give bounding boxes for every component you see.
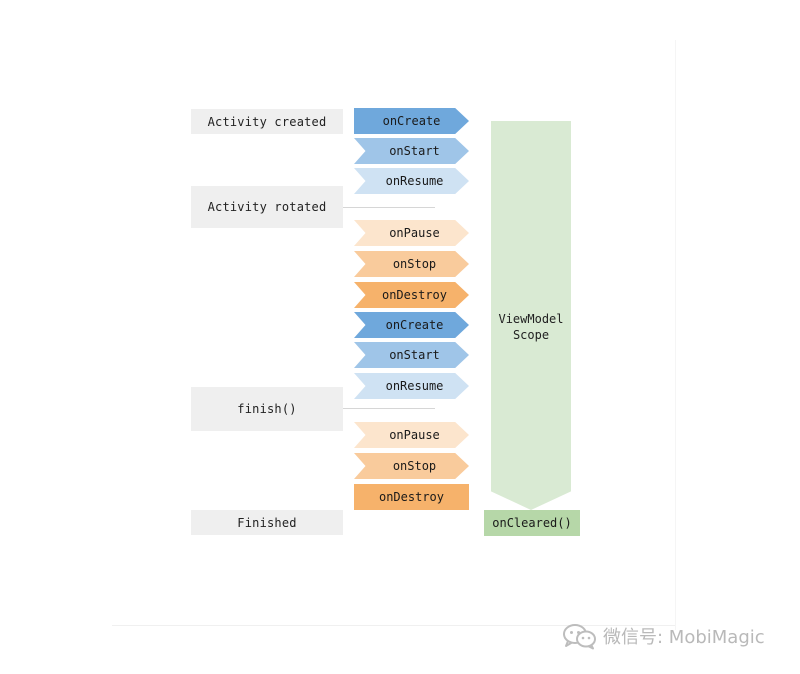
step-on-pause: onPause bbox=[354, 220, 469, 246]
step-on-resume: onResume bbox=[354, 373, 469, 399]
watermark: 微信号: MobiMagic bbox=[561, 622, 765, 650]
step-on-create: onCreate bbox=[354, 108, 469, 134]
step-on-stop: onStop bbox=[354, 251, 469, 277]
viewmodel-scope-arrow bbox=[491, 121, 571, 510]
event-finish: finish() bbox=[191, 387, 343, 431]
scope-label-line1: ViewModel bbox=[498, 312, 564, 326]
footer-divider bbox=[112, 625, 675, 626]
step-on-create: onCreate bbox=[354, 312, 469, 338]
connector-line-rotated bbox=[343, 207, 435, 208]
step-on-start: onStart bbox=[354, 138, 469, 164]
step-on-start: onStart bbox=[354, 342, 469, 368]
step-on-stop: onStop bbox=[354, 453, 469, 479]
step-on-destroy: onDestroy bbox=[354, 282, 469, 308]
side-shade bbox=[675, 40, 676, 630]
event-activity-created: Activity created bbox=[191, 109, 343, 134]
step-on-resume: onResume bbox=[354, 168, 469, 194]
step-on-destroy: onDestroy bbox=[354, 484, 469, 510]
event-finished: Finished bbox=[191, 510, 343, 535]
on-cleared-box: onCleared() bbox=[484, 510, 580, 536]
viewmodel-scope-label: ViewModel Scope bbox=[491, 311, 571, 343]
event-activity-rotated: Activity rotated bbox=[191, 186, 343, 228]
connector-line-finish bbox=[343, 408, 435, 409]
watermark-text: 微信号: MobiMagic bbox=[603, 627, 765, 648]
scope-label-line2: Scope bbox=[512, 328, 550, 342]
wechat-icon bbox=[563, 624, 596, 650]
step-on-pause: onPause bbox=[354, 422, 469, 448]
